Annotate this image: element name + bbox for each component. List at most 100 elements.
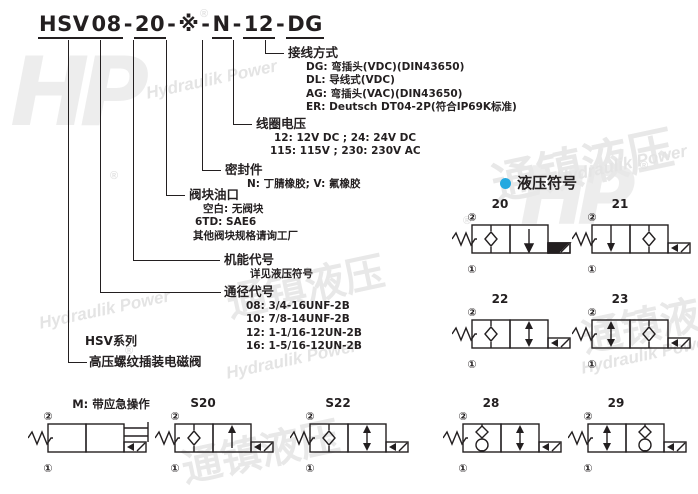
leader-line-function-code xyxy=(133,40,220,261)
valve-symbol-28-drawing xyxy=(443,423,562,453)
callout-bore-code-line-4: 16: 1-5/16-12UN-2B xyxy=(246,340,362,353)
valve-symbol-20-port-bottom: ① xyxy=(467,263,477,276)
callout-seal-line-1: N: 丁腈橡胶; V: 氟橡胶 xyxy=(247,178,361,190)
valve-symbol-s22-port-bottom: ① xyxy=(305,462,315,475)
leader-line-coil-voltage xyxy=(233,40,252,125)
code-segment-wiring: DG xyxy=(286,12,324,39)
callout-coil-voltage: 线圈电压 12: 12V DC ; 24: 24V DC 115: 115V ;… xyxy=(256,116,421,159)
callout-bore-code-line-2: 10: 7/8-14UNF-2B xyxy=(246,313,350,326)
callout-bore-code: 通径代号 08: 3/4-16UNF-2B 10: 7/8-14UNF-2B 1… xyxy=(224,284,362,354)
valve-symbol-20-caption: 20 xyxy=(491,197,509,211)
callout-wiring: 接线方式 DG: 弯插头(VDC)(DIN43650) DL: 导线式(VDC)… xyxy=(288,45,517,115)
valve-symbol-s22-port-top: ② xyxy=(305,410,315,423)
valve-symbol-23-caption: 23 xyxy=(611,292,629,306)
valve-symbol-20: 20 ② ① xyxy=(452,197,572,276)
watermark-registered-mark: ® xyxy=(640,160,649,172)
valve-symbol-s22: S22 ② ① xyxy=(290,396,410,475)
callout-coil-voltage-line-2: 115: 115V ; 230: 230V AC xyxy=(270,145,421,158)
code-segment-function: 20 xyxy=(133,12,167,39)
valve-symbol-20-port-top: ② xyxy=(467,211,477,224)
code-dash: - xyxy=(123,12,133,36)
valve-symbol-20-drawing xyxy=(452,224,572,254)
valve-symbol-21-port-bottom: ① xyxy=(587,263,597,276)
valve-symbol-21: 21 ② ① xyxy=(572,197,692,276)
valve-symbol-s20-port-bottom: ① xyxy=(170,462,180,475)
callout-function-code: 机能代号 详见液压符号 xyxy=(224,252,313,281)
callout-coil-voltage-line-1: 12: 12V DC ; 24: 24V DC xyxy=(274,132,417,144)
leader-line-seal xyxy=(202,40,221,171)
leader-line-manifold xyxy=(166,40,185,196)
valve-symbol-28: 28 ② ① xyxy=(443,396,563,475)
valve-symbol-23-drawing xyxy=(572,319,691,349)
callout-manifold-port: 阀块油口 空白: 无阀块 6TD: SAE6 其他阀块规格请询工厂 xyxy=(189,187,298,243)
valve-symbol-s20-caption: S20 xyxy=(190,396,216,410)
valve-symbol-29-caption: 29 xyxy=(607,396,625,410)
leader-line-bore-code xyxy=(100,40,221,293)
callout-coil-voltage-title: 线圈电压 xyxy=(256,116,307,131)
valve-symbol-22-caption: 22 xyxy=(491,292,509,306)
callout-manifold-port-line-1: 空白: 无阀块 xyxy=(203,203,264,215)
valve-symbol-22: 22 ② ① xyxy=(452,292,572,371)
callout-manifold-port-line-3: 其他阀块规格请询工厂 xyxy=(193,229,298,242)
leader-line-wiring xyxy=(265,40,284,54)
hydraulic-symbols-heading-text: 液压符号 xyxy=(517,174,578,192)
callout-function-code-line-1: 详见液压符号 xyxy=(250,268,313,280)
valve-symbol-m-port-bottom: ① xyxy=(43,462,53,475)
bullet-icon xyxy=(500,178,511,189)
valve-symbol-21-port-top: ② xyxy=(587,211,597,224)
callout-wiring-line-4: ER: Deutsch DT04-2P(符合IP69K标准) xyxy=(306,101,517,114)
valve-symbol-28-caption: 28 xyxy=(482,396,500,410)
callout-series-line-1: 高压螺纹插装电磁阀 xyxy=(89,354,202,369)
callout-series-title: HSV系列 xyxy=(85,334,137,348)
valve-symbol-m-drawing xyxy=(28,422,149,453)
code-dash: - xyxy=(201,12,211,36)
valve-symbol-21-drawing xyxy=(572,224,691,254)
code-dash: - xyxy=(276,12,286,36)
valve-symbol-23: 23 ② ① xyxy=(572,292,692,371)
hydraulic-symbols-heading: 液压符号 xyxy=(500,172,577,193)
code-dash: - xyxy=(232,12,242,36)
valve-symbol-29-port-top: ② xyxy=(583,410,593,423)
valve-symbol-s22-caption: S22 xyxy=(325,396,351,410)
callout-wiring-title: 接线方式 xyxy=(288,45,339,60)
valve-symbol-23-port-top: ② xyxy=(587,306,597,319)
model-code-line: HSV08-20-※-N-12-DG xyxy=(38,12,324,39)
valve-symbol-29: 29 ② ① xyxy=(568,396,688,475)
callout-manifold-port-title: 阀块油口 xyxy=(189,187,240,202)
callout-wiring-line-2: DL: 导线式(VDC) xyxy=(306,74,395,87)
valve-symbol-22-port-top: ② xyxy=(467,306,477,319)
callout-manifold-port-line-2: 6TD: SAE6 xyxy=(195,216,257,229)
valve-symbol-29-port-bottom: ① xyxy=(583,462,593,475)
code-segment-seal: N xyxy=(211,12,232,39)
callout-series-name: HSV系列 xyxy=(85,334,137,349)
valve-symbol-m: M: 带应急操作 ② ① xyxy=(28,397,158,475)
code-segment-manifold: ※ xyxy=(178,12,200,36)
code-segment-voltage: 12 xyxy=(242,12,276,39)
valve-symbol-23-port-bottom: ① xyxy=(587,358,597,371)
callout-bore-code-line-1: 08: 3/4-16UNF-2B xyxy=(246,300,350,312)
valve-symbol-m-port-top: ② xyxy=(43,410,53,423)
code-segment-bore: 08 xyxy=(90,12,123,39)
valve-symbol-22-drawing xyxy=(452,319,571,349)
valve-symbol-29-drawing xyxy=(568,423,687,453)
valve-symbol-28-port-top: ② xyxy=(458,410,468,423)
code-segment-series: HSV xyxy=(38,12,91,39)
valve-symbol-22-port-bottom: ① xyxy=(467,358,477,371)
valve-symbol-21-caption: 21 xyxy=(611,197,629,211)
valve-symbol-28-port-bottom: ① xyxy=(458,462,468,475)
callout-function-code-title: 机能代号 xyxy=(224,252,275,267)
callout-seal-title: 密封件 xyxy=(225,162,263,177)
watermark-brand-latin: Hydraulik Power xyxy=(37,286,172,333)
callout-seal: 密封件 N: 丁腈橡胶; V: 氟橡胶 xyxy=(225,162,361,191)
callout-bore-code-line-3: 12: 1-1/16-12UN-2B xyxy=(246,326,362,339)
callout-series-desc: 高压螺纹插装电磁阀 xyxy=(89,354,202,370)
callout-wiring-line-1: DG: 弯插头(VDC)(DIN43650) xyxy=(306,61,465,73)
valve-symbol-m-caption: M: 带应急操作 xyxy=(72,397,150,411)
callout-bore-code-title: 通径代号 xyxy=(224,284,275,299)
callout-wiring-line-3: AG: 弯插头(VAC)(DIN43650) xyxy=(306,87,463,100)
valve-symbol-s20-port-top: ② xyxy=(170,410,180,423)
valve-symbol-s20-drawing xyxy=(155,423,274,453)
code-dash: - xyxy=(167,12,177,36)
leader-line-series xyxy=(68,40,87,363)
valve-symbol-s22-drawing xyxy=(290,423,409,453)
